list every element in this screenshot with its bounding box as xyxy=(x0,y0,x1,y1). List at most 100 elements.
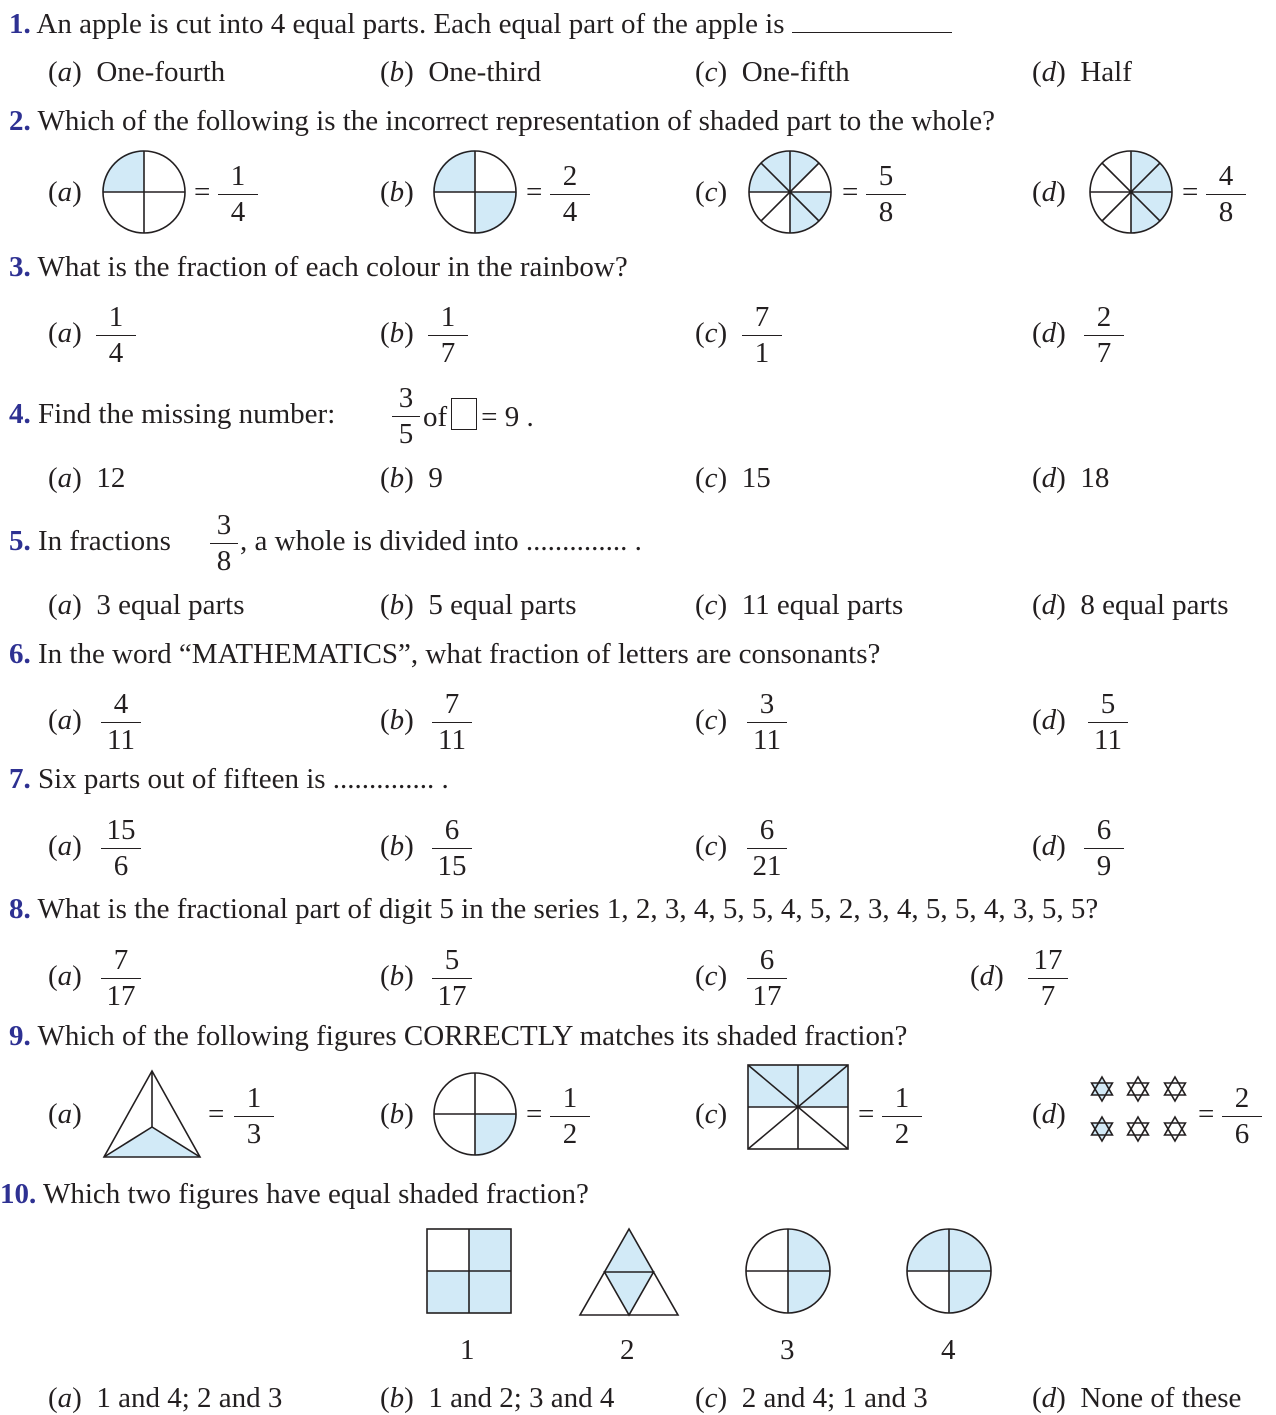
option-3c[interactable]: (c) xyxy=(695,317,728,349)
option-10c[interactable]: (c) 2 and 4; 1 and 3 xyxy=(695,1382,928,1414)
option-3b[interactable]: (b) xyxy=(380,317,414,349)
equals-sign: = xyxy=(208,1098,225,1130)
circle-quarters-figure xyxy=(745,1228,831,1314)
circle-quarters-figure xyxy=(906,1228,992,1314)
option-5b[interactable]: (b) 5 equal parts xyxy=(380,589,577,621)
option-2c[interactable]: (c) xyxy=(695,176,728,208)
option-5a[interactable]: (a) 3 equal parts xyxy=(48,589,245,621)
option-3a[interactable]: (a) xyxy=(48,317,82,349)
missing-number-box xyxy=(451,398,478,430)
question-number: 4. xyxy=(9,398,31,430)
question-text: Find the missing number: xyxy=(38,398,336,430)
question-text: In the word “MATHEMATICS”, what fraction… xyxy=(38,638,881,670)
option-10b[interactable]: (b) 1 and 2; 3 and 4 xyxy=(380,1382,615,1414)
triangle-figure xyxy=(102,1069,202,1158)
option-8a[interactable]: (a) xyxy=(48,960,82,992)
option-7a[interactable]: (a) xyxy=(48,830,82,862)
option-9c[interactable]: (c) xyxy=(695,1098,728,1130)
question-1: 1. An apple is cut into 4 equal parts. E… xyxy=(9,8,952,41)
question-number: 9. xyxy=(9,1020,31,1052)
option-9a[interactable]: (a) xyxy=(48,1098,82,1130)
figure-label: 2 xyxy=(620,1334,635,1366)
question-text: Six parts out of fifteen is ............… xyxy=(38,763,449,795)
question-number: 3. xyxy=(9,251,31,283)
option-3d[interactable]: (d) xyxy=(1032,317,1066,349)
option-10d[interactable]: (d) None of these xyxy=(1032,1382,1242,1414)
option-5d[interactable]: (d) 8 equal parts xyxy=(1032,589,1229,621)
equals-sign: = xyxy=(194,176,211,208)
option-4b[interactable]: (b) 9 xyxy=(380,462,443,494)
question-number: 8. xyxy=(9,893,31,925)
square-quarters-figure xyxy=(426,1228,512,1314)
option-7d[interactable]: (d) xyxy=(1032,830,1066,862)
question-text: What is the fractional part of digit 5 i… xyxy=(37,893,1099,925)
circle-eighths-figure xyxy=(1089,150,1173,234)
question-number: 10. xyxy=(0,1178,37,1210)
option-1c[interactable]: (c) One-fifth xyxy=(695,56,850,88)
option-4d[interactable]: (d) 18 xyxy=(1032,462,1110,494)
option-1b[interactable]: (b) One-third xyxy=(380,56,542,88)
question-6: 6. In the word “MATHEMATICS”, what fract… xyxy=(9,638,880,671)
option-4c[interactable]: (c) 15 xyxy=(695,462,771,494)
equals-sign: = xyxy=(858,1098,875,1130)
figure-label: 4 xyxy=(941,1334,956,1366)
option-5c[interactable]: (c) 11 equal parts xyxy=(695,589,904,621)
question-number: 1. xyxy=(9,8,31,40)
circle-eighths-figure xyxy=(748,150,832,234)
option-4a[interactable]: (a) 12 xyxy=(48,462,126,494)
option-6a[interactable]: (a) xyxy=(48,704,82,736)
question-5: 5. In fractions xyxy=(9,525,171,558)
question-number: 5. xyxy=(9,525,31,557)
option-1d[interactable]: (d) Half xyxy=(1032,56,1132,88)
square-eighths-figure xyxy=(747,1064,849,1150)
question-text: Which of the following is the incorrect … xyxy=(37,105,995,137)
option-9b[interactable]: (b) xyxy=(380,1098,414,1130)
question-3: 3. What is the fraction of each colour i… xyxy=(9,251,628,284)
option-6c[interactable]: (c) xyxy=(695,704,728,736)
option-9d[interactable]: (d) xyxy=(1032,1098,1066,1130)
question-number: 6. xyxy=(9,638,31,670)
option-7c[interactable]: (c) xyxy=(695,830,728,862)
question-10: 10. Which two figures have equal shaded … xyxy=(0,1178,589,1211)
figure-label: 1 xyxy=(460,1334,475,1366)
equals-sign: = xyxy=(526,176,543,208)
question-number: 7. xyxy=(9,763,31,795)
option-2a[interactable]: (a) xyxy=(48,176,82,208)
equals-sign: = xyxy=(1182,176,1199,208)
option-2d[interactable]: (d) xyxy=(1032,176,1066,208)
question-text: What is the fraction of each colour in t… xyxy=(37,251,628,283)
option-8c[interactable]: (c) xyxy=(695,960,728,992)
option-10a[interactable]: (a) 1 and 4; 2 and 3 xyxy=(48,1382,283,1414)
option-6d[interactable]: (d) xyxy=(1032,704,1066,736)
circle-quarters-figure xyxy=(102,150,186,234)
option-1a[interactable]: (a) One-fourth xyxy=(48,56,226,88)
option-7b[interactable]: (b) xyxy=(380,830,414,862)
question-7: 7. Six parts out of fifteen is .........… xyxy=(9,763,449,796)
option-6b[interactable]: (b) xyxy=(380,704,414,736)
option-2b[interactable]: (b) xyxy=(380,176,414,208)
question-text: Which of the following figures CORRECTLY… xyxy=(37,1020,908,1052)
equals-sign: = xyxy=(1198,1098,1215,1130)
option-8b[interactable]: (b) xyxy=(380,960,414,992)
question-text: , a whole is divided into ..............… xyxy=(240,525,642,557)
option-8d[interactable]: (d) xyxy=(970,960,1004,992)
stars-figure xyxy=(1090,1075,1187,1143)
